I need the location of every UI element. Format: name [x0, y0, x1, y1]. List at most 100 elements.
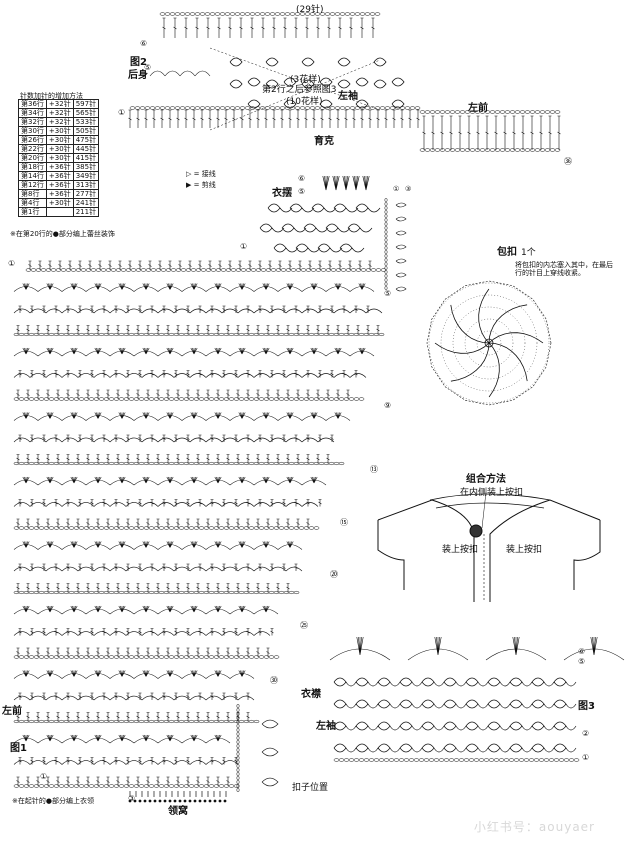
- band-chain: [236, 735, 240, 741]
- hem-band-chain: [384, 214, 388, 218]
- increase-table-cell: 211针: [72, 207, 100, 217]
- increase-table-cell: +30针: [45, 153, 74, 163]
- neck-dot: [208, 799, 212, 803]
- neck-dot: [138, 799, 142, 803]
- hem-band-chain: [384, 266, 388, 270]
- stitch-row: [18, 757, 238, 765]
- stitch-row: [16, 647, 270, 657]
- band-chain: [236, 747, 240, 753]
- shell-row: [22, 476, 318, 484]
- row-number-marker: ①: [40, 772, 47, 781]
- increase-table-cell: 445针: [72, 144, 100, 154]
- increase-table-cell: +36针: [45, 162, 74, 172]
- hem-band-chain: [384, 218, 388, 222]
- increase-table-cell: 第14行: [18, 171, 47, 181]
- shell-row: [22, 283, 366, 290]
- band-chain: [236, 755, 240, 761]
- hem-band-chain: [384, 230, 388, 234]
- chain-row: [13, 784, 240, 788]
- figure2-label: 图2: [130, 57, 147, 68]
- shell-row: [434, 636, 442, 656]
- row-number-marker: ①: [582, 753, 589, 762]
- increase-table-cell: 第4行: [18, 198, 47, 208]
- arch-row: [13, 566, 303, 572]
- button-spokes: [434, 288, 544, 398]
- row-number-marker: ㉚: [270, 676, 278, 685]
- stitch-row: [162, 17, 375, 38]
- stitch-row: [16, 389, 350, 399]
- leaf-motifs: [229, 57, 405, 109]
- shell-row: [22, 670, 246, 677]
- band-chain: [236, 775, 240, 781]
- hem-band-loop: [395, 258, 407, 264]
- row-number-marker: ⑨: [384, 401, 391, 410]
- stitch-row: [16, 518, 310, 528]
- chain-row: [13, 719, 260, 724]
- increase-table-cell: +32针: [45, 117, 74, 127]
- hem-band-chain: [384, 234, 388, 238]
- neck-dot: [133, 799, 137, 803]
- button-marker: [469, 524, 483, 538]
- arch-row: [13, 415, 351, 421]
- figure3-label: 图3: [578, 701, 595, 712]
- row-number-marker: ⑳: [330, 570, 338, 579]
- figure3-left-sleeve-label: 左袖: [316, 721, 336, 732]
- placket-lines: [473, 534, 485, 600]
- figure1-label: 图1: [10, 743, 27, 754]
- hem-band-chain: [384, 202, 388, 206]
- hem-band-chain: [384, 198, 388, 202]
- hem-band-loop: [395, 272, 407, 278]
- button-ring: [464, 318, 514, 368]
- band-chain: [236, 771, 240, 777]
- increase-table-cell: 第20行: [18, 153, 47, 163]
- increase-table-cell: +32针: [45, 99, 74, 109]
- chain-row: [159, 12, 381, 16]
- band-chain: [236, 719, 240, 725]
- button-title: 包扣: [497, 247, 517, 258]
- row-number-marker: ⑤: [298, 187, 305, 196]
- chain-row: [13, 655, 280, 659]
- hem-band-chain: [384, 226, 388, 230]
- start-note: ※在起针的●部分编上衣领: [12, 797, 94, 805]
- left-front-label: 左前: [2, 706, 22, 717]
- neck-dot: [158, 799, 162, 803]
- hem-band-chain: [384, 222, 388, 226]
- hem-band-chain: [384, 206, 388, 210]
- stitch-row: [16, 776, 230, 786]
- stitch-row: [16, 583, 290, 593]
- button-center: [484, 338, 494, 348]
- snap-left-label: 装上按扣: [442, 545, 479, 555]
- hem-band-chain: [384, 210, 388, 214]
- flower10-label: (10花样): [286, 97, 323, 107]
- arch-row: [13, 502, 319, 507]
- increase-table-cell: 349针: [72, 171, 100, 181]
- arch-row: [13, 544, 303, 550]
- yoke-label: 育克: [314, 136, 334, 147]
- neck-dot: [153, 799, 157, 803]
- row-number-marker: ⑤: [144, 63, 151, 72]
- increase-table-cell: +30针: [45, 198, 74, 208]
- band-chain: [236, 739, 240, 745]
- shell-row: [22, 541, 294, 548]
- button-ring: [452, 306, 526, 380]
- hem-band-chain: [384, 250, 388, 254]
- band-chain: [236, 723, 240, 729]
- stitch-row: [28, 260, 372, 270]
- neck-dot: [198, 799, 202, 803]
- hem-band-chain: [384, 282, 388, 286]
- assembly-sketch: [377, 491, 601, 602]
- stitch-row: [16, 712, 250, 722]
- row-number-marker: ①: [393, 185, 399, 193]
- arch-row: [13, 373, 367, 378]
- snap-right-label: 装上按扣: [506, 545, 543, 555]
